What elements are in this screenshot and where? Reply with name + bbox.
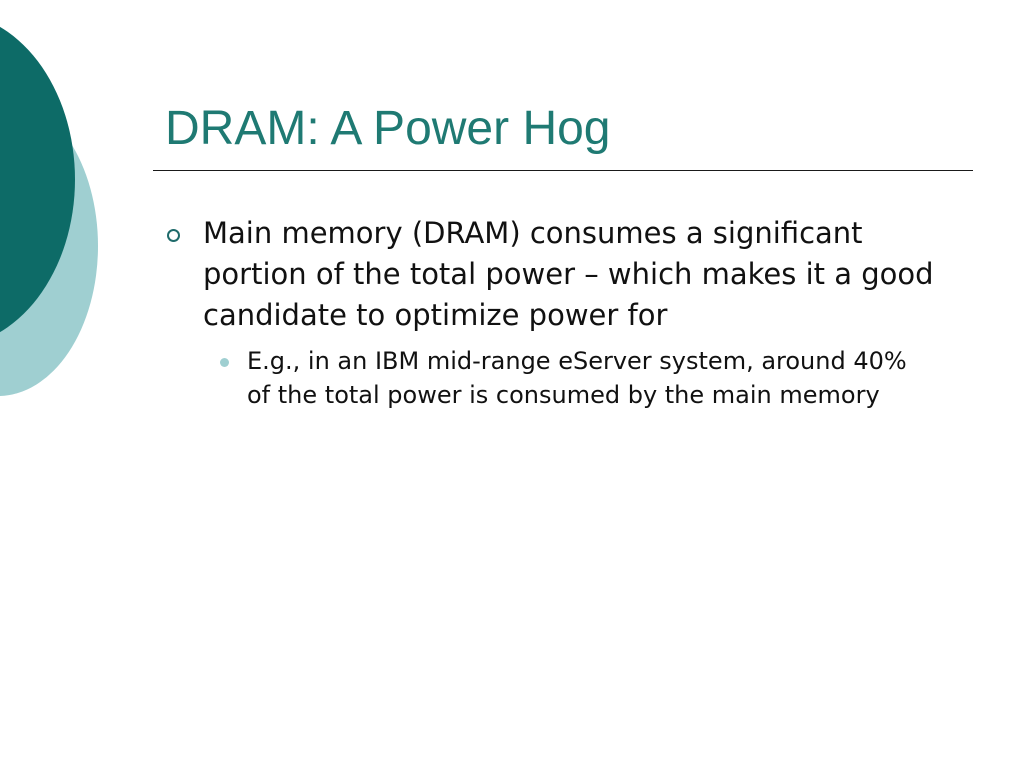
- sub-bullet-item: E.g., in an IBM mid-range eServer system…: [220, 344, 937, 412]
- hollow-circle-bullet-icon: [167, 229, 180, 242]
- bullet-text: Main memory (DRAM) consumes a significan…: [203, 216, 934, 332]
- dot-bullet-icon: [220, 358, 229, 367]
- bullet-item: Main memory (DRAM) consumes a significan…: [165, 213, 965, 336]
- title-underline: [153, 170, 973, 171]
- slide-title: DRAM: A Power Hog: [165, 102, 611, 155]
- slide-body: Main memory (DRAM) consumes a significan…: [165, 213, 965, 412]
- sub-bullet-text: E.g., in an IBM mid-range eServer system…: [247, 347, 907, 409]
